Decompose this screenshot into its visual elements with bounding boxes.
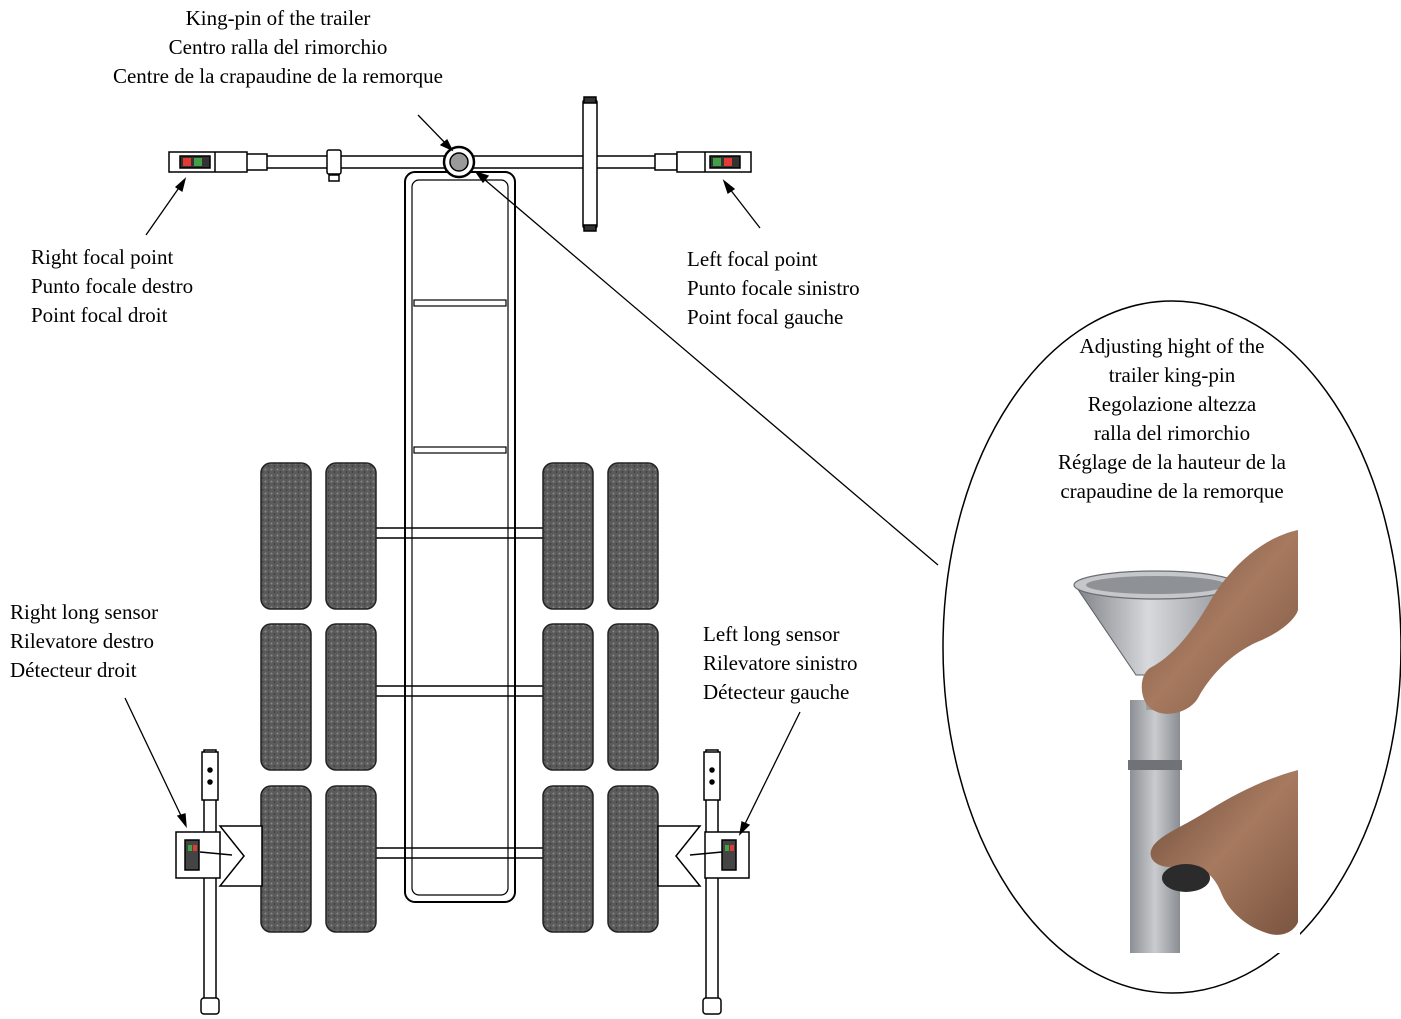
label-line: Réglage de la hauteur de la	[1058, 450, 1286, 474]
king-pin-cone-photo	[1073, 530, 1300, 953]
axles	[375, 527, 545, 859]
wheel-tire	[325, 462, 377, 610]
focal-point-head-right	[168, 151, 248, 173]
label-line: Left focal point	[687, 247, 818, 271]
long-sensor-left	[657, 749, 750, 1015]
label-line: Regolazione altezza	[1087, 392, 1257, 416]
wheel-tire	[607, 462, 659, 610]
label-line: Détecteur gauche	[703, 680, 850, 704]
king-pin-bar	[244, 96, 678, 232]
focal-point-head-left	[676, 151, 752, 173]
wheel-tire	[542, 623, 594, 771]
king-pin-label: King-pin of the trailer Centro ralla del…	[58, 4, 498, 91]
label-line: ralla del rimorchio	[1093, 421, 1251, 445]
wheel-tire	[260, 462, 312, 610]
right-focal-label: Right focal point Punto focale destro Po…	[31, 243, 193, 330]
label-line: Centro ralla del rimorchio	[168, 35, 388, 59]
long-sensor-right	[175, 749, 263, 1015]
wheel-tire	[325, 623, 377, 771]
label-line: Point focal droit	[31, 303, 168, 327]
label-line: Adjusting hight of the	[1079, 334, 1265, 358]
left-focal-label: Left focal point Punto focale sinistro P…	[687, 245, 860, 332]
label-line: Centre de la crapaudine de la remorque	[112, 64, 443, 88]
wheel-tire	[542, 785, 594, 933]
label-line: Détecteur droit	[10, 658, 137, 682]
label-line: crapaudine de la remorque	[1060, 479, 1284, 503]
label-line: Punto focale destro	[31, 274, 194, 298]
label-line: Right focal point	[31, 245, 174, 269]
label-line: Left long sensor	[703, 622, 840, 646]
leader-arrows	[124, 114, 939, 836]
label-line: Point focal gauche	[687, 305, 844, 329]
label-line: Rilevatore destro	[10, 629, 155, 653]
label-line: King-pin of the trailer	[185, 6, 371, 30]
label-line: Right long sensor	[10, 600, 159, 624]
label-line: trailer king-pin	[1108, 363, 1236, 387]
adjusting-label: Adjusting hight of the trailer king-pin …	[1022, 332, 1322, 506]
wheel-tire	[325, 785, 377, 933]
wheel-tire	[607, 623, 659, 771]
label-line: Rilevatore sinistro	[703, 651, 858, 675]
hand-icon	[1150, 770, 1298, 935]
label-line: Punto focale sinistro	[687, 276, 860, 300]
hand-icon	[1141, 530, 1298, 714]
wheel-tire-group	[260, 462, 659, 933]
right-long-sensor-label: Right long sensor Rilevatore destro Déte…	[10, 598, 158, 685]
left-long-sensor-label: Left long sensor Rilevatore sinistro Dét…	[703, 620, 858, 707]
wheel-tire	[542, 462, 594, 610]
wheel-tire	[260, 623, 312, 771]
